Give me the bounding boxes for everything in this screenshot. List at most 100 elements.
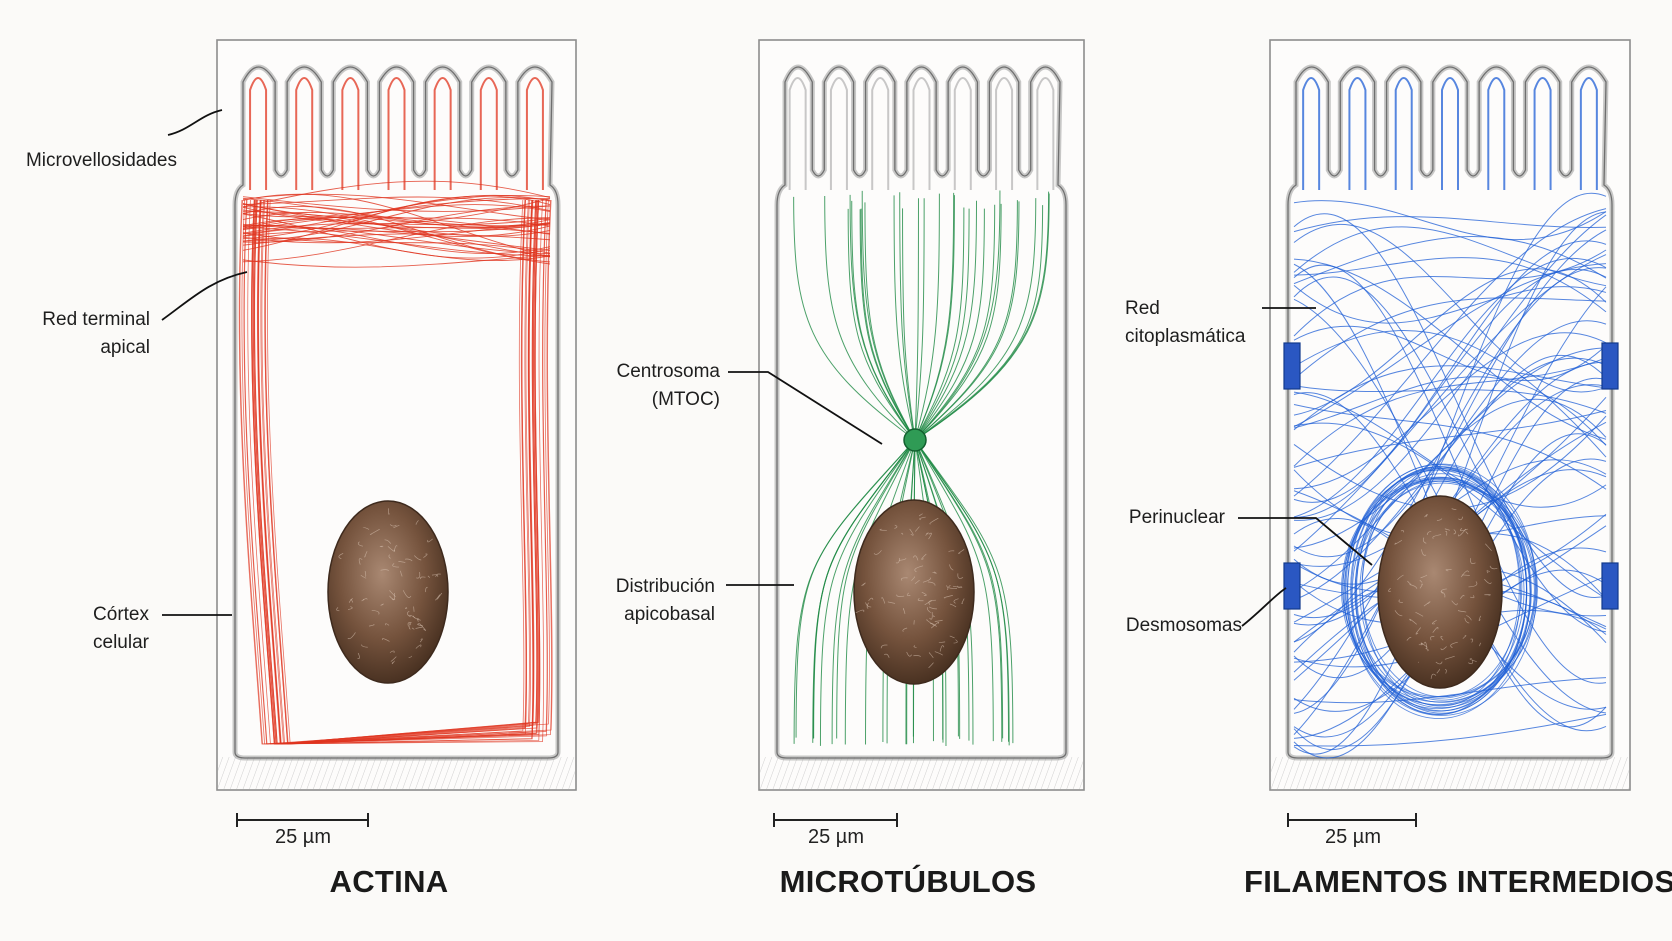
label-leader-lines (161, 109, 1373, 627)
chromatin-texture (934, 619, 943, 622)
chromatin-texture (1430, 673, 1437, 679)
chromatin-texture (1479, 642, 1482, 647)
chromatin-texture (1466, 615, 1472, 621)
chromatin-texture (880, 644, 888, 649)
microvillus-core (953, 77, 972, 190)
label-network-line1: Red (1125, 298, 1160, 319)
microtubule (914, 193, 1050, 441)
chromatin-texture (1485, 543, 1492, 552)
microtubule (914, 208, 985, 441)
chromatin-texture (917, 598, 924, 602)
microtubule (914, 439, 994, 742)
perinuclear-filament (1346, 464, 1531, 719)
cortical-actin (238, 199, 553, 745)
chromatin-texture (903, 608, 906, 614)
microvillus-core (1441, 77, 1459, 190)
chromatin-texture (1409, 618, 1417, 625)
chromatin-texture (435, 594, 441, 601)
chromatin-texture (1436, 518, 1443, 521)
chromatin-texture (1419, 579, 1423, 583)
chromatin-texture (419, 623, 427, 631)
chromatin-texture (402, 590, 412, 598)
chromatin-texture (1415, 612, 1424, 617)
actin-filament (242, 194, 551, 240)
chromatin-texture (1470, 595, 1475, 599)
chromatin-texture (1453, 529, 1457, 535)
chromatin-texture (390, 656, 397, 662)
chromatin-texture (1430, 636, 1435, 641)
chromatin-texture (865, 602, 872, 608)
leader-perinuclear (1238, 517, 1373, 566)
chromatin-texture (1435, 661, 1443, 665)
chromatin-texture (1397, 574, 1404, 581)
microtubule (899, 192, 916, 441)
microvillus-core (829, 77, 848, 190)
chromatin-texture (427, 538, 433, 543)
microtubule (859, 209, 916, 441)
chromatin-texture (930, 621, 940, 629)
leader-microvilli (167, 109, 223, 136)
chromatin-texture (866, 602, 869, 609)
cortical-actin (251, 199, 541, 745)
chromatin-texture (928, 662, 934, 669)
chromatin-texture (1444, 528, 1450, 531)
intermediate-filament (1293, 226, 1607, 287)
chromatin-texture (928, 532, 932, 540)
microtubule (831, 439, 916, 745)
chromatin-texture (392, 563, 400, 568)
chromatin-texture (918, 513, 923, 517)
chromatin-texture (912, 555, 919, 561)
intermediate-filament (1293, 677, 1607, 704)
microvillus-core (1533, 77, 1552, 190)
chromatin-texture (1398, 599, 1403, 603)
chromatin-texture (906, 592, 911, 596)
chromatin-texture (929, 517, 939, 525)
desmosome (1283, 562, 1301, 610)
chromatin-texture (1420, 574, 1428, 579)
chromatin-texture (1440, 646, 1447, 651)
label-centrosome-line1: Centrosoma (616, 361, 721, 382)
intermediate-filament (1293, 268, 1607, 416)
chromatin-texture (929, 612, 933, 620)
chromatin-texture (1444, 655, 1455, 660)
chromatin-texture (1406, 637, 1412, 641)
leader-centrosome (728, 371, 883, 445)
chromatin-texture (1432, 627, 1439, 633)
microtubule (824, 195, 916, 441)
chromatin-texture (1468, 659, 1474, 665)
scale-label-actina: 25 µm (275, 826, 331, 848)
chromatin-texture (1470, 638, 1474, 643)
chromatin-texture (927, 581, 936, 586)
microtubule (793, 196, 916, 441)
chromatin-texture (360, 574, 367, 579)
title-filamentos: FILAMENTOS INTERMEDIOS (1244, 864, 1672, 899)
basal-lamina (1271, 757, 1629, 789)
chromatin-texture (388, 554, 391, 559)
chromatin-texture (415, 626, 423, 629)
chromatin-texture (391, 660, 395, 665)
label-perinuclear: Perinuclear (1128, 507, 1225, 528)
chromatin-texture (389, 595, 396, 600)
chromatin-texture (949, 635, 955, 639)
chromatin-texture (420, 576, 426, 580)
chromatin-texture (958, 549, 965, 554)
microvillus-core (788, 77, 807, 190)
intermediate-filament (1293, 284, 1607, 324)
microvillus-core (387, 77, 406, 190)
chromatin-texture (946, 585, 949, 590)
chromatin-texture (914, 526, 920, 532)
title-microtubulos: MICROTÚBULOS (779, 864, 1037, 899)
chromatin-texture (1426, 530, 1432, 536)
intermediate-filament (1293, 229, 1607, 710)
chromatin-texture (361, 599, 365, 602)
scale-label-filamentos: 25 µm (1325, 826, 1381, 848)
chromatin-texture (1451, 600, 1458, 606)
chromatin-texture (1468, 581, 1478, 588)
chromatin-texture (928, 606, 937, 610)
intermediate-filament (1293, 332, 1607, 490)
chromatin-texture (1419, 583, 1423, 589)
intermediate-filament (1293, 422, 1607, 599)
chromatin-texture (1460, 527, 1468, 532)
chromatin-texture (932, 615, 935, 617)
cortical-actin (243, 199, 548, 745)
